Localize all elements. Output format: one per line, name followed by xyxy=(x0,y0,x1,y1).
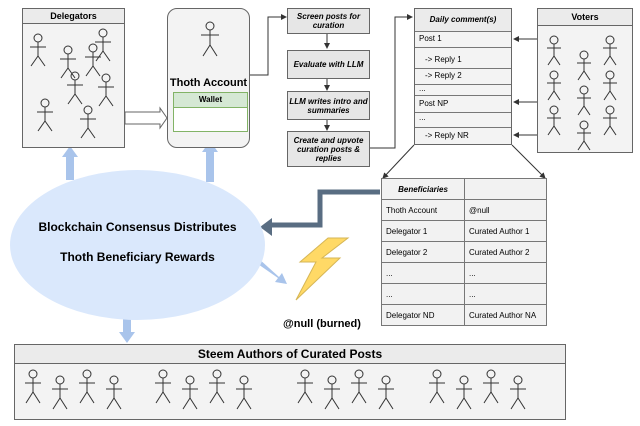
step-screen-posts: Screen posts for curation xyxy=(287,8,370,34)
delegators-box: Delegators xyxy=(22,8,125,148)
beneficiaries-title: Beneficiaries xyxy=(381,178,465,200)
daily-row: -> Reply 1 xyxy=(415,52,511,69)
daily-row: -> Reply NR xyxy=(425,131,469,140)
daily-row: ... xyxy=(415,84,511,96)
daily-row: ... xyxy=(415,112,511,128)
step-evaluate-llm: Evaluate with LLM xyxy=(287,50,370,79)
delegators-title: Delegators xyxy=(23,9,124,24)
step-llm-writes: LLM writes intro and summaries xyxy=(287,91,370,120)
thoth-figure xyxy=(201,21,219,57)
table-row: ...... xyxy=(381,283,547,305)
authors-title: Steem Authors of Curated Posts xyxy=(15,345,565,364)
daily-row: Post NP xyxy=(415,96,511,113)
authors-box: Steem Authors of Curated Posts xyxy=(14,344,566,420)
beneficiaries-table: Beneficiaries Thoth Account@null Delegat… xyxy=(381,178,547,326)
arrow-delegators-to-thoth xyxy=(124,106,168,130)
voters-box: Voters xyxy=(537,8,633,153)
wallet-label: Wallet xyxy=(174,93,247,108)
thoth-title: Thoth Account xyxy=(169,77,248,89)
wallet-box: Wallet xyxy=(173,92,248,132)
thoth-account-box: Thoth Account Wallet xyxy=(167,8,250,148)
delegator-figures xyxy=(30,28,114,139)
step-create-upvote: Create and upvote curation posts & repli… xyxy=(287,131,370,167)
voter-figures xyxy=(547,35,617,151)
arrow-beneficiaries-to-ellipse xyxy=(270,189,380,228)
table-row: Thoth Account@null xyxy=(381,199,547,221)
table-row: ...... xyxy=(381,262,547,284)
lightning-icon xyxy=(295,237,350,301)
daily-row: Post 1 xyxy=(415,31,511,48)
daily-row: -> Reply 2 xyxy=(415,68,511,85)
ellipse-line-1: Blockchain Consensus Distributes xyxy=(38,220,237,234)
arrow-thoth-to-screen xyxy=(250,14,287,76)
voters-title: Voters xyxy=(538,9,632,26)
null-burned-label: @null (burned) xyxy=(283,318,361,330)
arrow-create-to-daily xyxy=(370,14,413,149)
ellipse-line-2: Thoth Beneficiary Rewards xyxy=(60,250,215,264)
author-figures xyxy=(25,369,526,410)
consensus-ellipse xyxy=(10,170,265,320)
daily-comments-box: Daily comment(s) Post 1 -> Reply 1 -> Re… xyxy=(414,8,512,145)
daily-title: Daily comment(s) xyxy=(415,9,511,32)
